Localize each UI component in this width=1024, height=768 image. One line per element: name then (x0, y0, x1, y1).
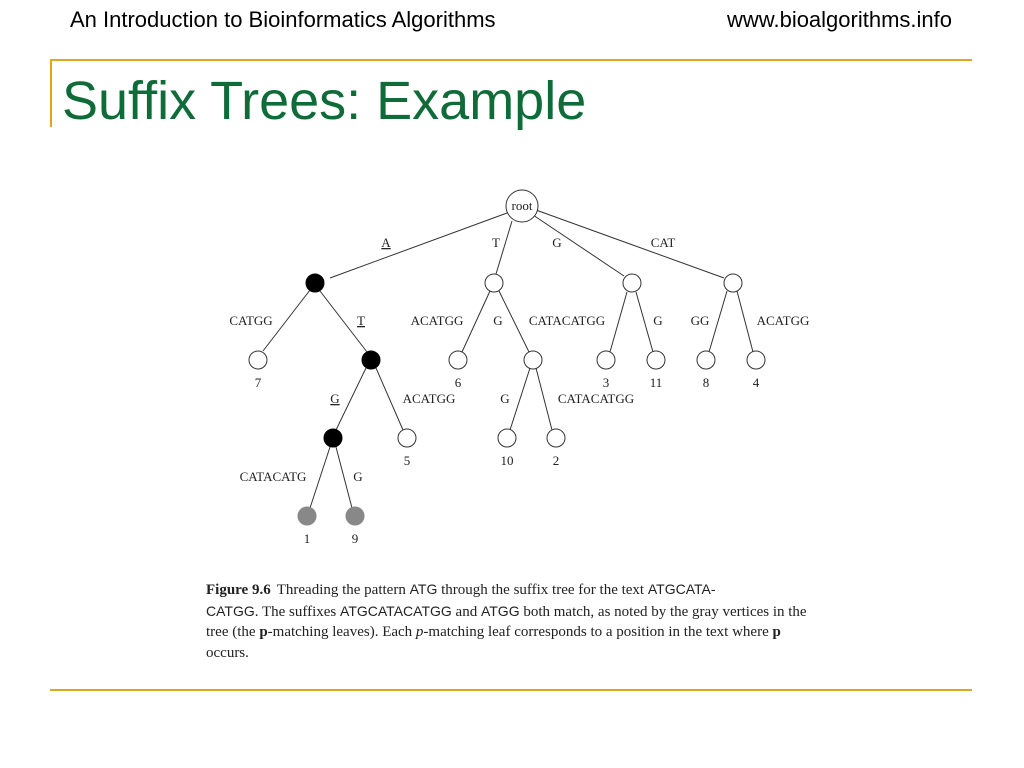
leaf-5 (397, 428, 417, 448)
leaf-6 (448, 350, 468, 370)
edge-cat-gg (708, 290, 728, 353)
caption-p-italic: p (415, 624, 424, 640)
edge-label-cat: CAT (651, 235, 676, 250)
header-course-title: An Introduction to Bioinformatics Algori… (70, 7, 496, 32)
caption-pattern: ATG (409, 581, 438, 597)
edge-cat-acatgg (736, 290, 754, 353)
top-divider (50, 59, 972, 61)
leaf-label-1: 1 (304, 531, 311, 546)
edge-at-acatgg (375, 367, 404, 431)
edge-label-acatgg-1: ACATGG (411, 313, 464, 328)
caption-text-1: Threading the pattern (276, 582, 410, 598)
slide-title: Suffix Trees: Example (62, 71, 587, 131)
node-g (622, 273, 642, 293)
edge-label-catacatgg-1: CATACATGG (529, 313, 605, 328)
caption-text-seq-2: CATGG (206, 602, 255, 619)
edge-root-a (329, 212, 508, 279)
edge-a-t (319, 290, 368, 353)
root-label: root (512, 198, 533, 213)
edge-label-a: A (381, 235, 391, 250)
caption-text-8: occurs. (206, 644, 249, 661)
caption-p-bold-1: p (259, 624, 268, 640)
title-side-bar (50, 59, 52, 127)
edge-at-g (335, 367, 367, 431)
node-at-matched (361, 350, 381, 370)
header-website: www.bioalgorithms.info (727, 7, 952, 32)
tree-edges (262, 209, 754, 509)
leaf-1-p-matching (297, 506, 317, 526)
leaf-label-4: 4 (753, 375, 760, 390)
edge-g-g (635, 291, 654, 353)
edge-a-catgg (262, 289, 311, 352)
leaf-10 (497, 428, 517, 448)
figure-caption: Figure 9.6 Threading the pattern ATG thro… (206, 579, 818, 663)
caption-suffix-1: ATGCATACATGG (340, 602, 452, 619)
edge-label-catgg: CATGG (229, 313, 272, 328)
edge-root-cat (535, 209, 725, 279)
edge-label-g-3: G (653, 313, 662, 328)
figure-label: Figure 9.6 (206, 582, 271, 598)
caption-text-seq-1: ATGCATA- (647, 581, 716, 597)
leaf-label-6: 6 (455, 375, 462, 390)
edge-t-acatgg (461, 290, 491, 353)
edge-label-catacatg: CATACATG (240, 469, 307, 484)
leaf-7 (248, 350, 268, 370)
leaf-label-3: 3 (603, 375, 610, 390)
edge-label-g-2: G (493, 313, 502, 328)
edge-tg-catacatgg (535, 367, 553, 431)
leaf-label-8: 8 (703, 375, 710, 390)
leaf-8 (696, 350, 716, 370)
caption-text-4: and (451, 603, 481, 620)
edge-label-g-6: G (353, 469, 362, 484)
caption-p-bold-2: p (772, 624, 781, 640)
node-t (484, 273, 504, 293)
caption-text-5: both match, as noted by the gray vertice… (206, 603, 807, 641)
edge-g-catacatgg (609, 291, 628, 353)
leaf-label-11: 11 (650, 375, 663, 390)
edge-root-t (495, 220, 513, 275)
caption-text-3: . The suffixes (254, 603, 341, 620)
edge-label-catacatgg-2: CATACATGG (558, 391, 634, 406)
edge-label-g-4: G (330, 391, 339, 406)
node-tg (523, 350, 543, 370)
leaf-4 (746, 350, 766, 370)
edge-root-g (532, 214, 625, 277)
leaf-11 (646, 350, 666, 370)
node-cat (723, 273, 743, 293)
caption-suffix-2: ATGG (480, 602, 520, 619)
edge-tg-g (509, 367, 531, 431)
node-a-matched (305, 273, 325, 293)
caption-text-6: -matching leaves). Each (267, 624, 416, 640)
leaf-label-10: 10 (501, 453, 514, 468)
leaf-3 (596, 350, 616, 370)
caption-text-7: -matching leaf corresponds to a position… (423, 624, 773, 640)
bottom-divider (50, 689, 972, 691)
leaf-label-9: 9 (352, 531, 359, 546)
edge-label-gg: GG (691, 313, 710, 328)
edge-t-g (498, 290, 530, 353)
leaf-9-p-matching (345, 506, 365, 526)
leaf-label-2: 2 (553, 453, 560, 468)
edge-label-t: T (492, 235, 500, 250)
edge-label-t2: T (357, 313, 365, 328)
edge-label-acatgg-3: ACATGG (403, 391, 456, 406)
edge-label-g-5: G (500, 391, 509, 406)
edge-label-acatgg-2: ACATGG (757, 313, 810, 328)
edge-label-g: G (552, 235, 561, 250)
leaf-label-7: 7 (255, 375, 262, 390)
root-node (505, 189, 539, 223)
leaf-label-5: 5 (404, 453, 411, 468)
node-atg-matched (323, 428, 343, 448)
leaf-2 (546, 428, 566, 448)
edge-atg-catacatg (309, 446, 331, 509)
caption-text-2: through the suffix tree for the text (437, 582, 648, 598)
edge-atg-g (335, 446, 353, 509)
